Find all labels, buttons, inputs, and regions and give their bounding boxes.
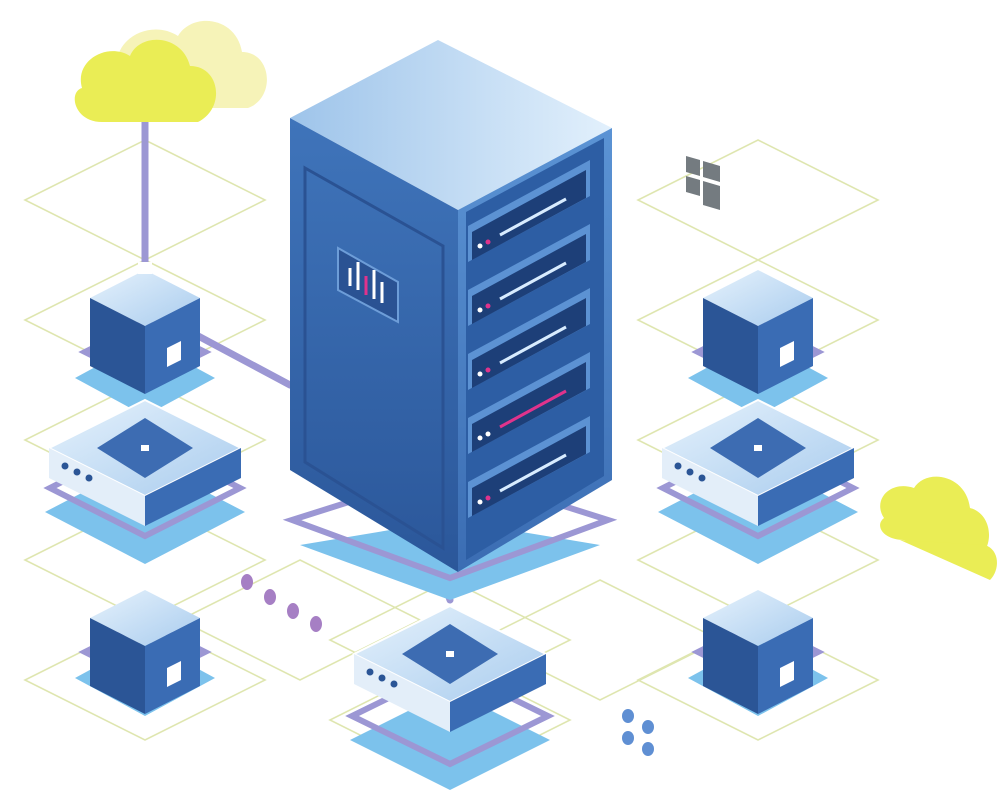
network-switch-icon [351, 604, 549, 732]
server-rack-icon [290, 40, 612, 572]
cloud-icon [74, 20, 267, 122]
storage-cube-icon [90, 590, 200, 714]
dot-decoration [622, 709, 654, 756]
network-switch-icon [46, 398, 244, 526]
server-slot [468, 352, 590, 454]
cloud-icon [880, 476, 997, 580]
windows-logo-icon [686, 156, 720, 210]
network-switch-icon [659, 398, 857, 526]
storage-cube-icon [90, 270, 200, 394]
storage-cube-icon [703, 270, 813, 394]
isometric-grid [23, 139, 880, 781]
storage-cube-icon [703, 590, 813, 714]
server-slot [468, 160, 590, 262]
dot-decoration [241, 574, 322, 632]
equalizer-panel-icon [337, 246, 399, 324]
server-slot [468, 288, 590, 390]
server-slot [468, 224, 590, 326]
server-slot [468, 416, 590, 518]
